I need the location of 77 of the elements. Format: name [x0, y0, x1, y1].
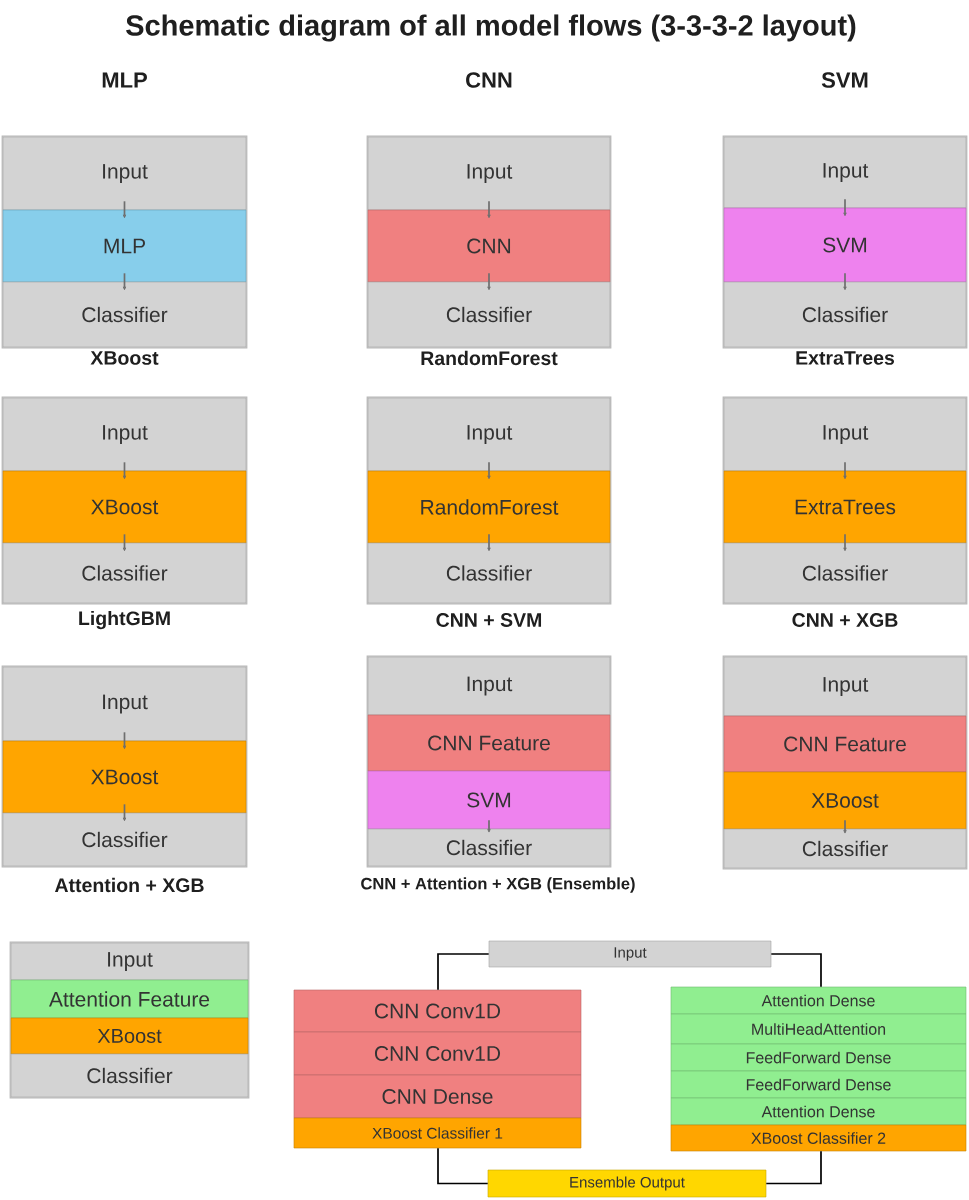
- layer-box: Input: [367, 136, 611, 211]
- layer-box: FeedForward Dense: [670, 1070, 967, 1099]
- layer-box: XBoost: [2, 740, 247, 814]
- layer-box: CNN: [367, 209, 611, 283]
- layer-box: Input: [367, 397, 611, 472]
- connector-line: [437, 953, 490, 991]
- arrow: [122, 731, 127, 750]
- layer-box: XBoost: [10, 1017, 249, 1055]
- arrow: [122, 200, 127, 219]
- layer-box: SVM: [367, 770, 611, 830]
- layer-box: Attention Dense: [670, 986, 967, 1015]
- connector-line: [770, 953, 822, 988]
- panel-title: ExtraTrees: [796, 351, 895, 365]
- arrow: [122, 461, 127, 480]
- layer-box: Classifier: [723, 542, 967, 604]
- arrow: [843, 533, 847, 552]
- layer-box: XBoost Classifier 2: [670, 1124, 967, 1152]
- layer-box: Input: [2, 397, 247, 472]
- layer-box: Classifier: [2, 281, 247, 348]
- output-box: Ensemble Output: [487, 1169, 767, 1198]
- layer-box: CNN Feature: [367, 714, 611, 772]
- arrow: [487, 461, 491, 480]
- layer-box: Classifier: [367, 542, 611, 604]
- layer-box: FeedForward Dense: [670, 1043, 967, 1072]
- layer-box: CNN Feature: [723, 715, 967, 773]
- arrow: [487, 819, 491, 833]
- arrow: [487, 533, 491, 552]
- layer-box: Input: [2, 666, 247, 742]
- arrow: [122, 803, 127, 822]
- panel-title: CNN + Attention + XGB (Ensemble): [361, 877, 635, 893]
- layer-box: Attention Feature: [10, 979, 249, 1019]
- layer-box: Input: [723, 136, 967, 209]
- layer-box: Classifier: [723, 281, 967, 348]
- layer-box: Input: [488, 940, 772, 968]
- arrow: [843, 272, 847, 291]
- arrow: [487, 200, 491, 219]
- layer-box: Input: [2, 136, 247, 211]
- panel-title: CNN: [466, 72, 512, 88]
- layer-box: Classifier: [367, 828, 611, 867]
- layer-box: Input: [10, 942, 249, 981]
- layer-box: Classifier: [723, 828, 967, 869]
- arrow: [843, 198, 847, 217]
- layer-box: Input: [367, 656, 611, 716]
- layer-box: CNN Conv1D: [293, 1031, 582, 1076]
- layer-box: Input: [723, 397, 967, 472]
- layer-box: XBoost: [2, 470, 247, 544]
- connector-line: [765, 1150, 822, 1185]
- layer-box: RandomForest: [367, 470, 611, 544]
- layer-box: CNN Dense: [293, 1074, 582, 1119]
- layer-box: Input: [723, 656, 967, 717]
- panel-title: XBoost: [90, 351, 159, 365]
- arrow: [122, 272, 127, 291]
- layer-box: Classifier: [2, 542, 247, 604]
- layer-box: Classifier: [367, 281, 611, 348]
- panel-title: Attention + XGB: [54, 877, 204, 893]
- panel-title: CNN + SVM: [436, 613, 541, 627]
- arrow: [843, 819, 847, 834]
- connector-line: [437, 1147, 489, 1185]
- panel-title: SVM: [821, 72, 868, 88]
- layer-box: ExtraTrees: [723, 470, 967, 544]
- panel-title: RandomForest: [421, 350, 558, 366]
- panel-title: CNN + XGB: [792, 613, 898, 627]
- diagram-title: Schematic diagram of all model flows (3-3-3-2 layout): [126, 14, 856, 42]
- layer-box: CNN Conv1D: [293, 989, 582, 1033]
- layer-box: Classifier: [2, 812, 247, 867]
- layer-box: Attention Dense: [670, 1097, 967, 1126]
- layer-box: MLP: [2, 209, 247, 283]
- layer-box: XBoost Classifier 1: [293, 1117, 582, 1149]
- arrow: [487, 272, 491, 291]
- arrow: [122, 533, 127, 552]
- layer-box: SVM: [723, 207, 967, 283]
- panel-title: MLP: [102, 72, 147, 88]
- layer-box: MultiHeadAttention: [670, 1013, 967, 1045]
- arrow: [843, 461, 847, 480]
- layer-box: XBoost: [723, 771, 967, 830]
- layer-box: Classifier: [10, 1053, 249, 1098]
- panel-title: LightGBM: [79, 610, 170, 630]
